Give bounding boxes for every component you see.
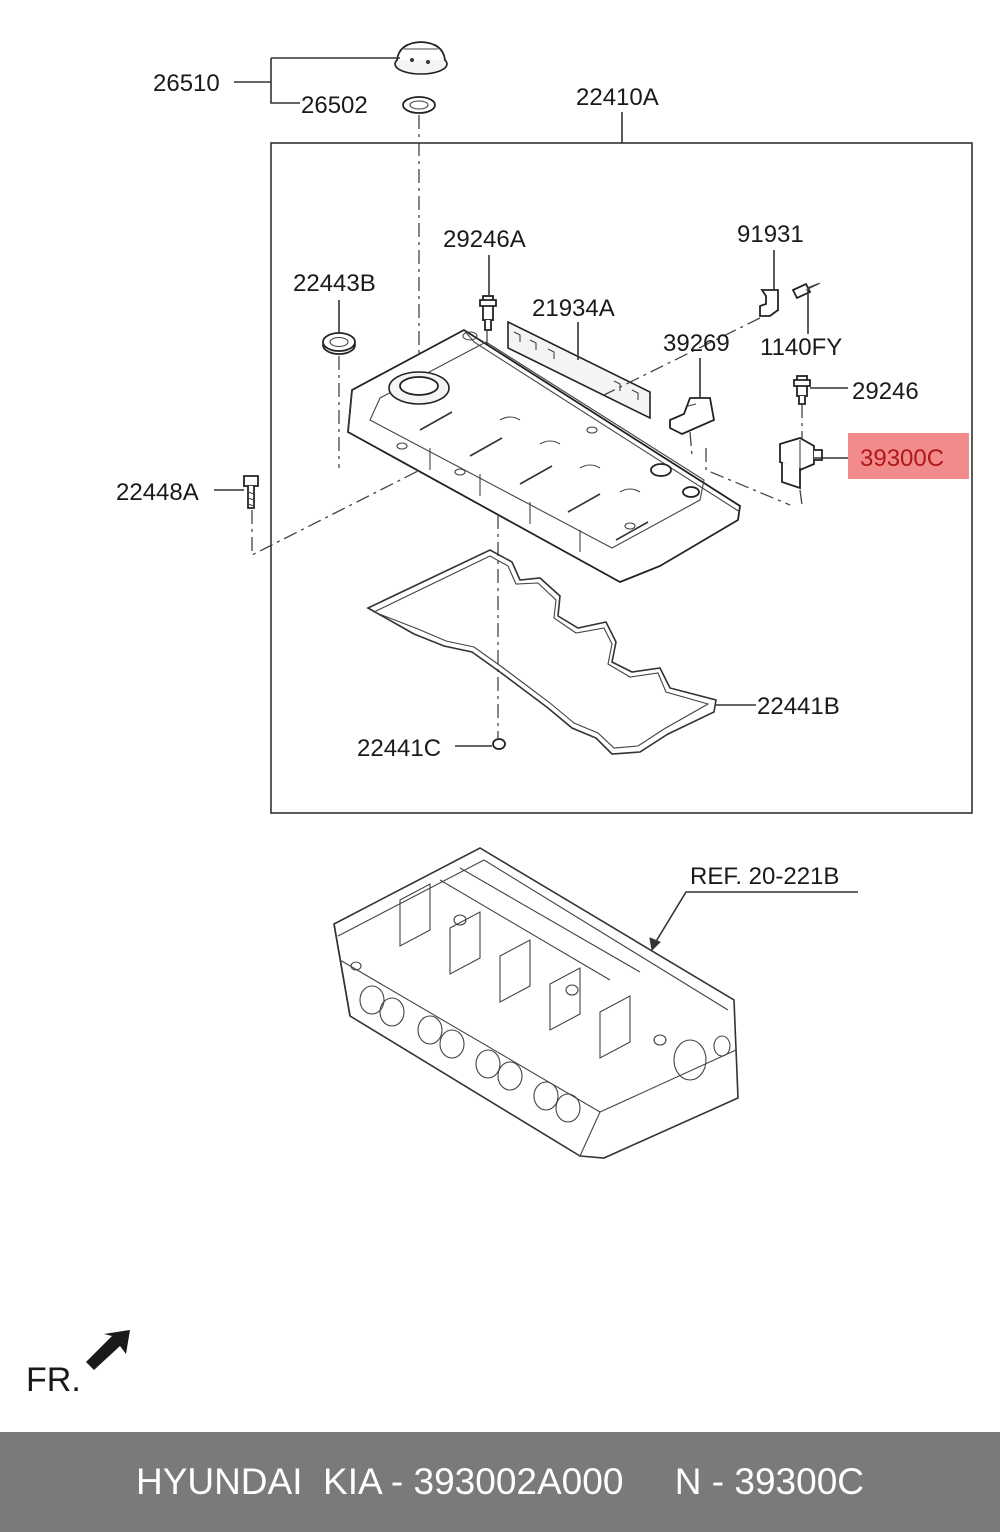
dash-91931 [603, 317, 761, 396]
label-ref: REF. 20-221B [690, 863, 839, 890]
label-22441c: 22441C [357, 735, 441, 762]
label-22410a: 22410A [576, 84, 659, 111]
plug-22441c[interactable] [492, 738, 506, 750]
dash-22448a [251, 469, 421, 557]
bolt-1140fy[interactable] [791, 282, 821, 300]
label-fr: FR. [26, 1361, 81, 1399]
parts-diagram: 26510 26502 22410A 29246A 91931 22443B 2… [26, 41, 973, 1399]
label-22443b: 22443B [293, 270, 376, 297]
label-22448a: 22448A [116, 479, 199, 506]
dash-39269 [689, 431, 693, 457]
bolt-22448a[interactable] [243, 475, 259, 509]
leader-ref [651, 891, 858, 949]
part-number-footer: HYUNDAI KIA - 393002A000 N - 39300C [0, 1432, 1000, 1532]
label-29246: 29246 [852, 378, 919, 405]
label-29246a: 29246A [443, 226, 526, 253]
front-arrow-icon [86, 1330, 130, 1370]
oil-filler-cap[interactable] [394, 41, 448, 75]
label-39300c: 39300C [860, 445, 944, 472]
oil-temp-sensor-29246[interactable] [793, 375, 811, 405]
cam-position-sensor-39300c[interactable] [779, 437, 823, 490]
bracket-39269[interactable] [669, 397, 716, 435]
oil-temp-sensor-29246a[interactable] [479, 295, 497, 331]
highlight-box [848, 433, 969, 479]
bracket-91931[interactable] [759, 289, 779, 317]
label-21934a: 21934A [532, 295, 615, 322]
label-26510: 26510 [153, 70, 220, 97]
label-91931: 91931 [737, 221, 804, 248]
filler-cap-gasket[interactable] [402, 96, 436, 114]
baffle-plate-21934a[interactable] [507, 320, 651, 420]
footer-text: HYUNDAI KIA - 393002A000 N - 39300C [135, 1461, 865, 1502]
label-22441b: 22441B [757, 693, 840, 720]
cover-gasket-22441b[interactable] [366, 549, 717, 755]
cylinder-head-ref[interactable] [333, 847, 739, 1159]
label-26502: 26502 [301, 92, 368, 119]
cylinder-head-cover-22410a[interactable] [347, 328, 741, 583]
oil-seal-22443b[interactable] [322, 332, 356, 355]
leader-ref-arrow [649, 937, 661, 952]
dash-39300c [799, 489, 803, 506]
leader-26510 [234, 57, 400, 104]
label-39269: 39269 [663, 330, 730, 357]
dash-sensor-cover [705, 448, 791, 506]
label-1140fy: 1140FY [760, 334, 842, 361]
